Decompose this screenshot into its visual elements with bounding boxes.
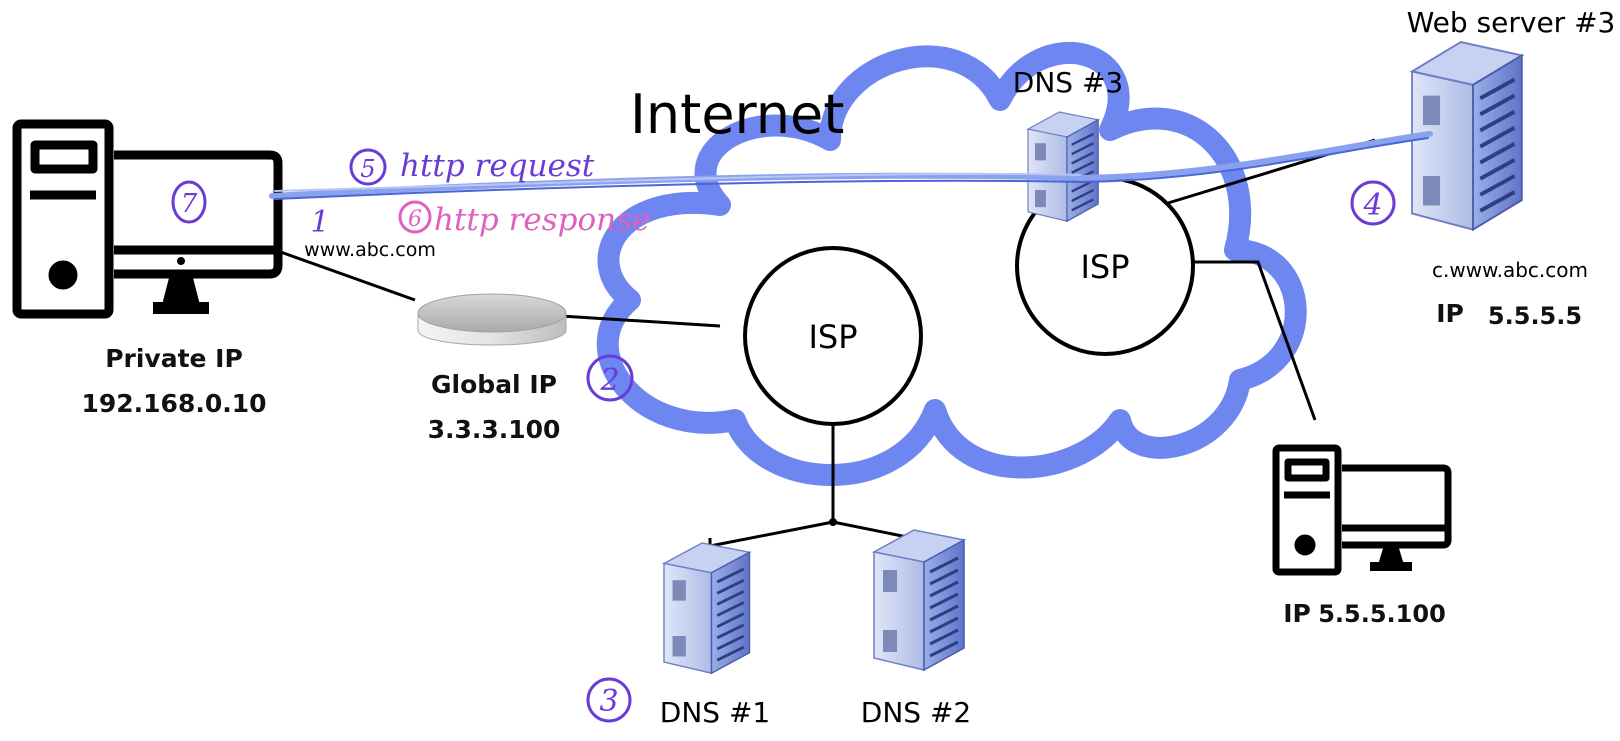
dns2-server-icon <box>872 528 966 672</box>
web-server-ip-value: 5.5.5.5 <box>1488 302 1582 330</box>
step-6-marker: 6 <box>398 200 432 234</box>
step-4-number: 4 <box>1362 188 1382 223</box>
http-lines <box>269 131 1433 200</box>
client-ip-label: Private IP <box>105 344 243 373</box>
router-icon <box>417 293 567 346</box>
step-2-marker: 2 <box>586 354 634 402</box>
junction-dot <box>829 518 837 526</box>
client-computer-icon <box>12 119 283 319</box>
step-1-number: 1 <box>310 205 329 240</box>
step-7-number: 7 <box>181 189 198 219</box>
http-request-line-inner <box>274 137 1429 200</box>
client-router-link <box>274 248 416 302</box>
other-pc-ip-value: 5.5.5.100 <box>1318 600 1446 628</box>
web-server-title: Web server #3 <box>1407 6 1616 39</box>
router-isp-link <box>544 313 721 328</box>
dns1-label: DNS #1 <box>660 696 770 729</box>
dns3-server-icon <box>1026 110 1100 223</box>
step-4-marker: 4 <box>1350 180 1396 226</box>
dns1-branch <box>709 520 834 548</box>
step-5-number: 5 <box>360 155 375 183</box>
router-ip-label: Global IP <box>431 370 557 399</box>
internet-label: Internet <box>630 83 844 146</box>
step-6-number: 6 <box>408 207 422 232</box>
router-ip-value: 3.3.3.100 <box>428 415 561 444</box>
step-3-marker: 3 <box>586 677 632 723</box>
web-server-ip-label: IP <box>1436 299 1464 328</box>
http-response-label: http response <box>434 202 650 238</box>
request-url: www.abc.com <box>304 239 436 261</box>
dns3-label: DNS #3 <box>1013 66 1123 99</box>
step-5-marker: 5 <box>349 148 387 186</box>
other-pc-ip-label: IP <box>1283 599 1311 628</box>
step-7-marker: 7 <box>171 180 207 224</box>
isp-left: ISP <box>743 246 923 426</box>
dns1-server-icon <box>662 541 751 675</box>
other-pc-icon <box>1272 444 1452 576</box>
client-ip-value: 192.168.0.10 <box>81 389 266 418</box>
dns2-label: DNS #2 <box>861 696 971 729</box>
isp-right-label: ISP <box>1080 248 1129 286</box>
isp-left-label: ISP <box>808 318 857 356</box>
http-request-label: http request <box>400 148 595 184</box>
isp-right: ISP <box>1015 176 1195 356</box>
http-response-line <box>274 172 1081 192</box>
step-2-number: 2 <box>599 363 619 398</box>
web-server-hostname: c.www.abc.com <box>1432 258 1588 282</box>
step-3-number: 3 <box>599 684 618 719</box>
